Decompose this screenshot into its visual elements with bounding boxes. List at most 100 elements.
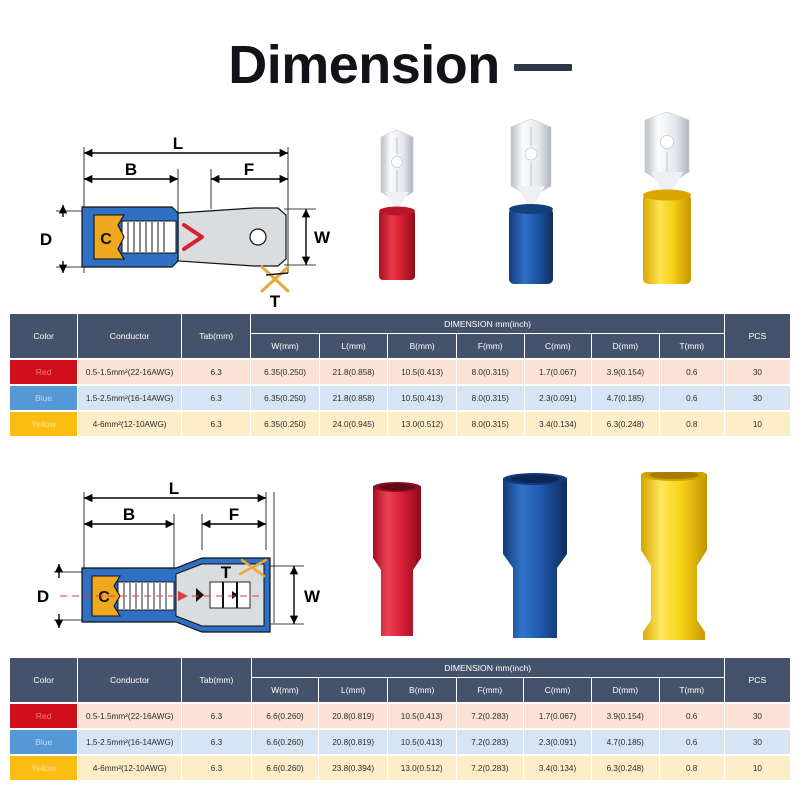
cell-f: 8.0(0.315) [455,410,524,436]
cell-t: 0.8 [658,410,724,436]
cell-t: 0.8 [658,754,724,780]
header-f: F(mm) [455,334,524,358]
chevron-right-icon [182,223,204,251]
cell-c: 3.4(0.134) [523,410,592,436]
header-conductor: Conductor [77,658,182,702]
cell-l: 21.8(0.858) [318,358,388,384]
cell-w: 6.6(0.260) [250,728,319,754]
cell-f: 7.2(0.283) [455,754,524,780]
cell-w: 6.35(0.250) [250,358,319,384]
header-w: W(mm) [250,334,319,358]
photo-male-red [379,129,415,280]
cell-w: 6.35(0.250) [250,410,319,436]
page-title: Dimension [228,35,500,95]
dimension-label-L: L [173,134,183,153]
cell-l: 23.8(0.394) [318,754,387,780]
cell-d: 3.9(0.154) [591,358,659,384]
cell-c: 3.4(0.134) [523,754,591,780]
cell-tab: 6.3 [181,702,251,728]
dimension-label-D: D [37,587,49,606]
cell-tab: 6.3 [181,728,251,754]
header-f: F(mm) [455,678,524,702]
row-color-swatch: Blue [10,384,78,410]
cell-t: 0.6 [658,702,724,728]
cell-pcs: 30 [723,358,790,384]
cell-t: 0.6 [658,384,724,410]
cell-l: 24.0(0.945) [318,410,388,436]
cell-l: 20.8(0.819) [318,702,387,728]
row-color-swatch: Red [10,358,78,384]
dimension-label-F: F [229,505,239,524]
cell-f: 7.2(0.283) [455,728,524,754]
cell-f: 8.0(0.315) [455,384,524,410]
row-color-swatch: Yellow [10,754,78,780]
cell-pcs: 30 [723,702,790,728]
table-subheader-row: W(mm) L(mm) B(mm) F(mm) C(mm) D(mm) T(mm… [10,678,790,702]
photo-female-yellow [641,472,707,640]
table-row: Yellow 4-6mm²(12-10AWG) 6.3 6.6(0.260) 2… [10,754,790,780]
header-d: D(mm) [590,678,659,702]
cell-tab: 6.3 [181,754,251,780]
cell-conductor: 4-6mm²(12-10AWG) [77,410,181,436]
table-header-row: Color Conductor Tab(mm) DIMENSION mm(inc… [10,314,790,358]
cell-tab: 6.3 [181,384,251,410]
dimension-label-B: B [123,505,135,524]
cell-b: 13.0(0.512) [386,754,456,780]
male-terminal-photos [345,110,800,300]
table-row: Red 0.5-1.5mm²(22-16AWG) 6.3 6.6(0.260) … [10,702,790,728]
row-color-swatch: Blue [10,728,78,754]
cell-conductor: 0.5-1.5mm²(22-16AWG) [77,702,182,728]
dimension-label-B: B [125,160,137,179]
cell-c: 2.3(0.091) [523,384,592,410]
header-tab: Tab(mm) [181,314,251,358]
header-color: Color [10,314,78,358]
cell-w: 6.6(0.260) [250,754,319,780]
cell-d: 3.9(0.154) [590,702,659,728]
header-l: L(mm) [318,334,388,358]
cell-pcs: 30 [723,728,790,754]
female-terminal-photos [345,472,800,650]
photo-female-blue [503,473,567,638]
dimension-label-D: D [40,230,52,249]
cell-c: 1.7(0.067) [523,358,592,384]
cell-pcs: 30 [723,384,790,410]
header-d: D(mm) [591,334,659,358]
page-title-row: Dimension [0,38,800,92]
header-color: Color [10,658,78,702]
cell-d: 4.7(0.185) [591,384,659,410]
dimension-label-F: F [244,160,254,179]
cell-tab: 6.3 [181,410,251,436]
dimension-label-T: T [221,563,232,582]
row-color-swatch: Yellow [10,410,78,436]
photo-male-yellow [643,111,691,284]
header-t: T(mm) [658,334,724,358]
cell-tab: 6.3 [181,358,251,384]
table-row: Blue 1.5-2.5mm²(16-14AWG) 6.3 6.6(0.260)… [10,728,790,754]
dimension-label-W: W [304,587,321,606]
cell-c: 1.7(0.067) [523,702,591,728]
cell-w: 6.35(0.250) [250,384,319,410]
cell-conductor: 1.5-2.5mm²(16-14AWG) [77,728,182,754]
header-conductor: Conductor [77,314,181,358]
cell-d: 4.7(0.185) [590,728,659,754]
cell-t: 0.6 [658,728,724,754]
header-dimension-group: DIMENSION mm(inch) [250,314,724,334]
header-pcs: PCS [723,658,790,702]
title-dash-icon [513,63,572,71]
dimension-label-C: C [98,589,110,606]
dimension-label-T: T [270,292,281,308]
cell-conductor: 4-6mm²(12-10AWG) [77,754,182,780]
header-t: T(mm) [658,678,724,702]
cell-b: 10.5(0.413) [387,358,456,384]
table-row: Red 0.5-1.5mm²(22-16AWG) 6.3 6.35(0.250)… [10,358,790,384]
table-row: Blue 1.5-2.5mm²(16-14AWG) 6.3 6.35(0.250… [10,384,790,410]
cell-pcs: 10 [723,754,790,780]
header-dimension-group: DIMENSION mm(inch) [250,658,724,678]
cell-conductor: 1.5-2.5mm²(16-14AWG) [77,384,181,410]
table-row: Yellow 4-6mm²(12-10AWG) 6.3 6.35(0.250) … [10,410,790,436]
photo-male-blue [509,118,553,284]
cell-t: 0.6 [658,358,724,384]
cell-f: 8.0(0.315) [455,358,524,384]
cell-b: 13.0(0.512) [387,410,456,436]
